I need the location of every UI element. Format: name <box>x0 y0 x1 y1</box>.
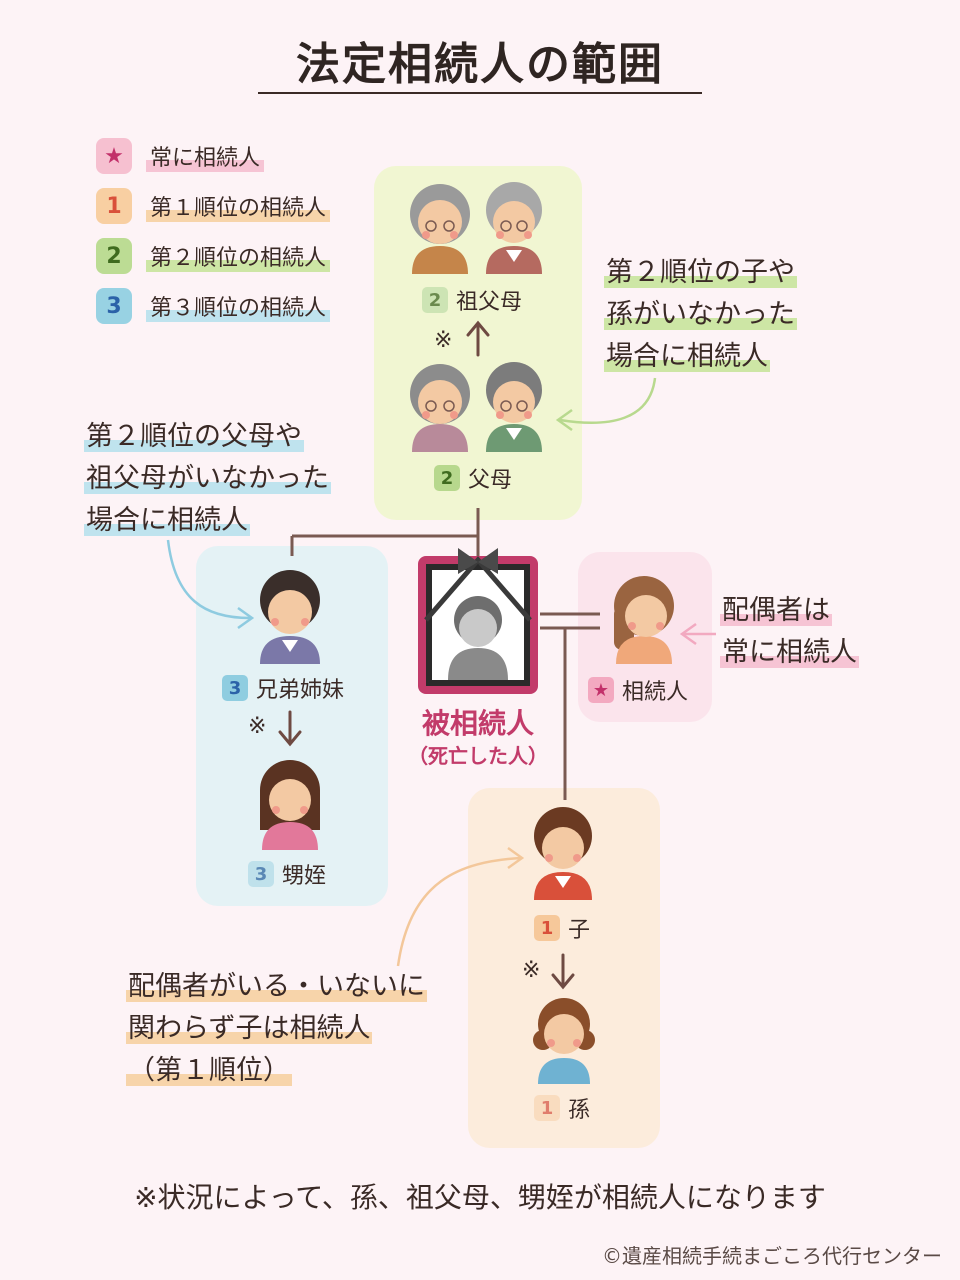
family-connector-lines <box>290 508 600 800</box>
spouse-figure <box>614 576 674 664</box>
rank-badge: 2 <box>434 465 460 491</box>
annotation-line: 第２順位の子や <box>604 257 797 288</box>
grandchild-label: 1 孫 <box>534 1092 590 1124</box>
person-name: 父母 <box>468 468 513 493</box>
annotation-line: 関わらず子は相続人 <box>126 1013 373 1044</box>
annotation-arrow-parents-head <box>555 408 573 432</box>
title-underline <box>258 92 702 94</box>
siblings-label: 3 兄弟姉妹 <box>222 672 344 704</box>
grandfather-figure <box>486 182 542 274</box>
annotation-arrow-siblings-head <box>237 606 255 630</box>
rank-badge: 1 <box>534 915 560 941</box>
annotation-line: 第２順位の父母や <box>84 421 304 452</box>
legend-item-rank-3: 3 第３順位の相続人 <box>96 286 331 326</box>
annotation-arrow-child-head <box>507 846 525 870</box>
rank-3-badge: 3 <box>96 288 132 324</box>
footnote: ※状況によって、孫、祖父母、甥姪が相続人になります <box>134 1181 826 1214</box>
annotation-line: 孫がいなかった <box>604 299 797 330</box>
page-title: 法定相続人の範囲 <box>296 39 664 90</box>
generation-arrows <box>278 320 575 990</box>
legend-label: 常に相続人 <box>146 140 265 172</box>
spouse-annotation: 配偶者は 常に相続人 <box>720 590 859 674</box>
grandparents-annotation: 第２順位の子や 孫がいなかった 場合に相続人 <box>604 252 797 378</box>
deceased-label: 被相続人 <box>421 707 534 740</box>
annotation-line: 祖父母がいなかった <box>84 463 331 494</box>
annotation-line: 場合に相続人 <box>604 341 770 372</box>
annotation-arrow-siblings <box>166 539 251 620</box>
star-icon: ★ <box>588 677 614 703</box>
annotation-line: 場合に相続人 <box>84 505 250 536</box>
parents-label: 2 父母 <box>434 462 512 494</box>
sibling-figure <box>260 570 320 664</box>
note-mark: ※ <box>434 328 453 353</box>
annotation-line: 配偶者は <box>720 595 832 626</box>
star-icon: ★ <box>96 138 132 174</box>
legend-label: 第２順位の相続人 <box>146 240 331 272</box>
annotation-arrow-parents <box>559 377 657 424</box>
copyright: ©遺産相続手続まごころ代行センター <box>602 1244 942 1268</box>
deceased-portrait <box>418 548 538 694</box>
rank-badge: 3 <box>222 675 248 701</box>
person-name: 兄弟姉妹 <box>256 678 345 703</box>
child-figure <box>534 807 592 900</box>
annotation-line: （第１順位） <box>126 1055 292 1086</box>
person-name: 甥姪 <box>282 864 327 889</box>
note-mark: ※ <box>522 958 541 983</box>
grandmother-figure <box>410 184 470 274</box>
annotation-line: 常に相続人 <box>720 637 859 668</box>
legend-label: 第３順位の相続人 <box>146 290 331 322</box>
rank-badge: 1 <box>534 1095 560 1121</box>
rank-badge: 3 <box>248 861 274 887</box>
rank-badge: 2 <box>422 287 448 313</box>
siblings-annotation: 第２順位の父母や 祖父母がいなかった 場合に相続人 <box>84 416 331 542</box>
nephew-niece-figure <box>260 760 320 850</box>
note-mark: ※ <box>248 714 267 739</box>
spouse-label: ★ 相続人 <box>588 674 688 706</box>
annotation-line: 配偶者がいる・いないに <box>126 971 427 1002</box>
rank-1-badge: 1 <box>96 188 132 224</box>
legend-item-rank-1: 1 第１順位の相続人 <box>96 186 331 226</box>
annotation-arrow-spouse-head <box>679 622 697 646</box>
father-figure <box>486 362 542 452</box>
legend-item-always: ★ 常に相続人 <box>96 136 265 176</box>
nephews-label: 3 甥姪 <box>248 858 326 890</box>
rank-2-badge: 2 <box>96 238 132 274</box>
person-name: 孫 <box>568 1098 591 1123</box>
child-annotation: 配偶者がいる・いないに 関わらず子は相続人 （第１順位） <box>126 966 427 1092</box>
person-name: 子 <box>568 918 591 943</box>
grandparents-label: 2 祖父母 <box>422 284 522 316</box>
deceased-sublabel: （死亡した人） <box>408 744 548 768</box>
grandchild-figure <box>533 998 595 1084</box>
person-name: 祖父母 <box>456 290 523 315</box>
annotation-arrow-child <box>396 856 521 967</box>
mother-figure <box>410 364 470 452</box>
legend-label: 第１順位の相続人 <box>146 190 331 222</box>
legend-item-rank-2: 2 第２順位の相続人 <box>96 236 331 276</box>
person-name: 相続人 <box>622 680 689 705</box>
child-label: 1 子 <box>534 912 590 944</box>
